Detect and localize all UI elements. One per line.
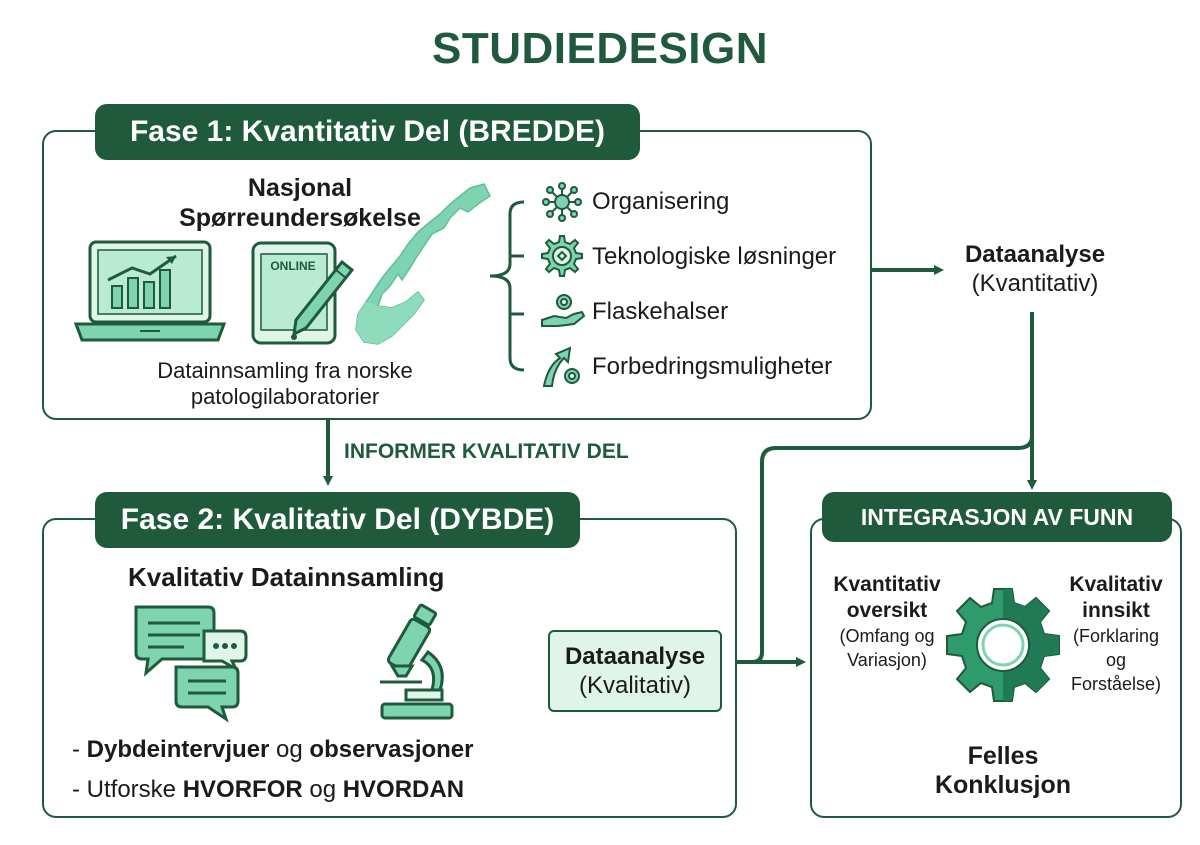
- survey-title-line1: Nasjonal: [247, 174, 353, 202]
- hand-gear-icon: [541, 294, 586, 327]
- quant-analysis-subtitle: (Kvantitativ): [971, 270, 1099, 297]
- qual-insight-line2: innsikt: [1082, 599, 1150, 622]
- growth-arrow-icon: [542, 346, 580, 387]
- collection-title: Kvalitativ Datainnsamling: [128, 562, 445, 592]
- survey-title: Nasjonal Spørreundersøkelse: [170, 173, 430, 233]
- network-icon: [542, 182, 582, 222]
- qual-analysis-subtitle: (Kvalitativ): [578, 672, 692, 699]
- chat-bubbles-icon: [134, 605, 248, 723]
- qual-insight-line1: Kvalitativ: [1069, 573, 1163, 596]
- bullet1-bold2: observasjoner: [309, 736, 474, 763]
- tablet-online-icon: [251, 241, 355, 345]
- qual-insight: Kvalitativ innsikt (Forklaring og Forstå…: [1056, 572, 1176, 696]
- inform-label: INFORMER KVALITATIV DEL: [344, 440, 629, 463]
- bullet-interviews: - Dybdeintervjuer og observasjoner: [72, 736, 474, 764]
- qual-insight-sub2: og: [1105, 650, 1127, 670]
- microscope-icon: [380, 603, 454, 720]
- qual-analysis-title: Dataanalyse: [564, 643, 706, 670]
- bullet-explore: - Utforske HVORFOR og HVORDAN: [72, 776, 464, 804]
- quant-overview-line2: oversikt: [846, 599, 928, 622]
- qual-analysis-box: Dataanalyse (Kvalitativ): [548, 630, 722, 712]
- qual-insight-sub3: Forståelse): [1070, 674, 1162, 694]
- topics-brace: [489, 200, 525, 372]
- quant-analysis-title: Dataanalyse: [964, 241, 1106, 268]
- phase2-header: Fase 2: Kvalitativ Del (DYBDE): [95, 492, 580, 548]
- bullet2-mid: og: [302, 776, 343, 803]
- laptop-chart-icon: [73, 240, 227, 342]
- quant-analysis: Dataanalyse (Kvantitativ): [930, 240, 1140, 298]
- quant-overview: Kvantitativ oversikt (Omfang og Variasjo…: [818, 572, 956, 672]
- quant-overview-line1: Kvantitativ: [833, 573, 941, 596]
- conclusion-line2: Konklusjon: [934, 771, 1072, 799]
- caption-line1: Datainnsamling fra norske: [157, 358, 413, 383]
- norway-map-icon: [355, 183, 491, 345]
- topic-organisering: Organisering: [592, 188, 730, 215]
- phase1-caption: Datainnsamling fra norske patologilabora…: [130, 358, 440, 410]
- bullet2-bold2: HVORDAN: [342, 776, 465, 803]
- topic-forbedring: Forbedringsmuligheter: [592, 353, 833, 380]
- quant-overview-sub2: Variasjon): [847, 650, 927, 670]
- qual-insight-sub1: (Forklaring: [1072, 626, 1160, 646]
- bullet2-prefix: - Utforske: [72, 776, 183, 803]
- conclusion-line1: Felles: [967, 742, 1039, 770]
- quant-overview-sub1: (Omfang og: [839, 626, 935, 646]
- caption-line2: patologilaboratorier: [190, 384, 380, 409]
- bullet1-prefix: -: [72, 736, 87, 763]
- topic-flaskehalser: Flaskehalser: [592, 298, 729, 325]
- bullet1-mid: og: [269, 736, 310, 763]
- bullet1-bold1: Dybdeintervjuer: [86, 736, 270, 763]
- tech-gear-icon: [541, 235, 583, 277]
- phase1-header: Fase 1: Kvantitativ Del (BREDDE): [95, 104, 640, 160]
- integration-gear-icon: [946, 588, 1060, 702]
- integration-panel: [810, 518, 1182, 818]
- joint-conclusion: Felles Konklusjon: [906, 742, 1100, 800]
- integration-header: INTEGRASJON AV FUNN: [822, 492, 1172, 542]
- page-title: STUDIEDESIGN: [431, 24, 769, 73]
- survey-title-line2: Spørreundersøkelse: [179, 204, 421, 232]
- bullet2-bold1: HVORFOR: [182, 776, 303, 803]
- topic-teknologiske: Teknologiske løsninger: [592, 243, 837, 270]
- tablet-label: ONLINE: [270, 259, 316, 273]
